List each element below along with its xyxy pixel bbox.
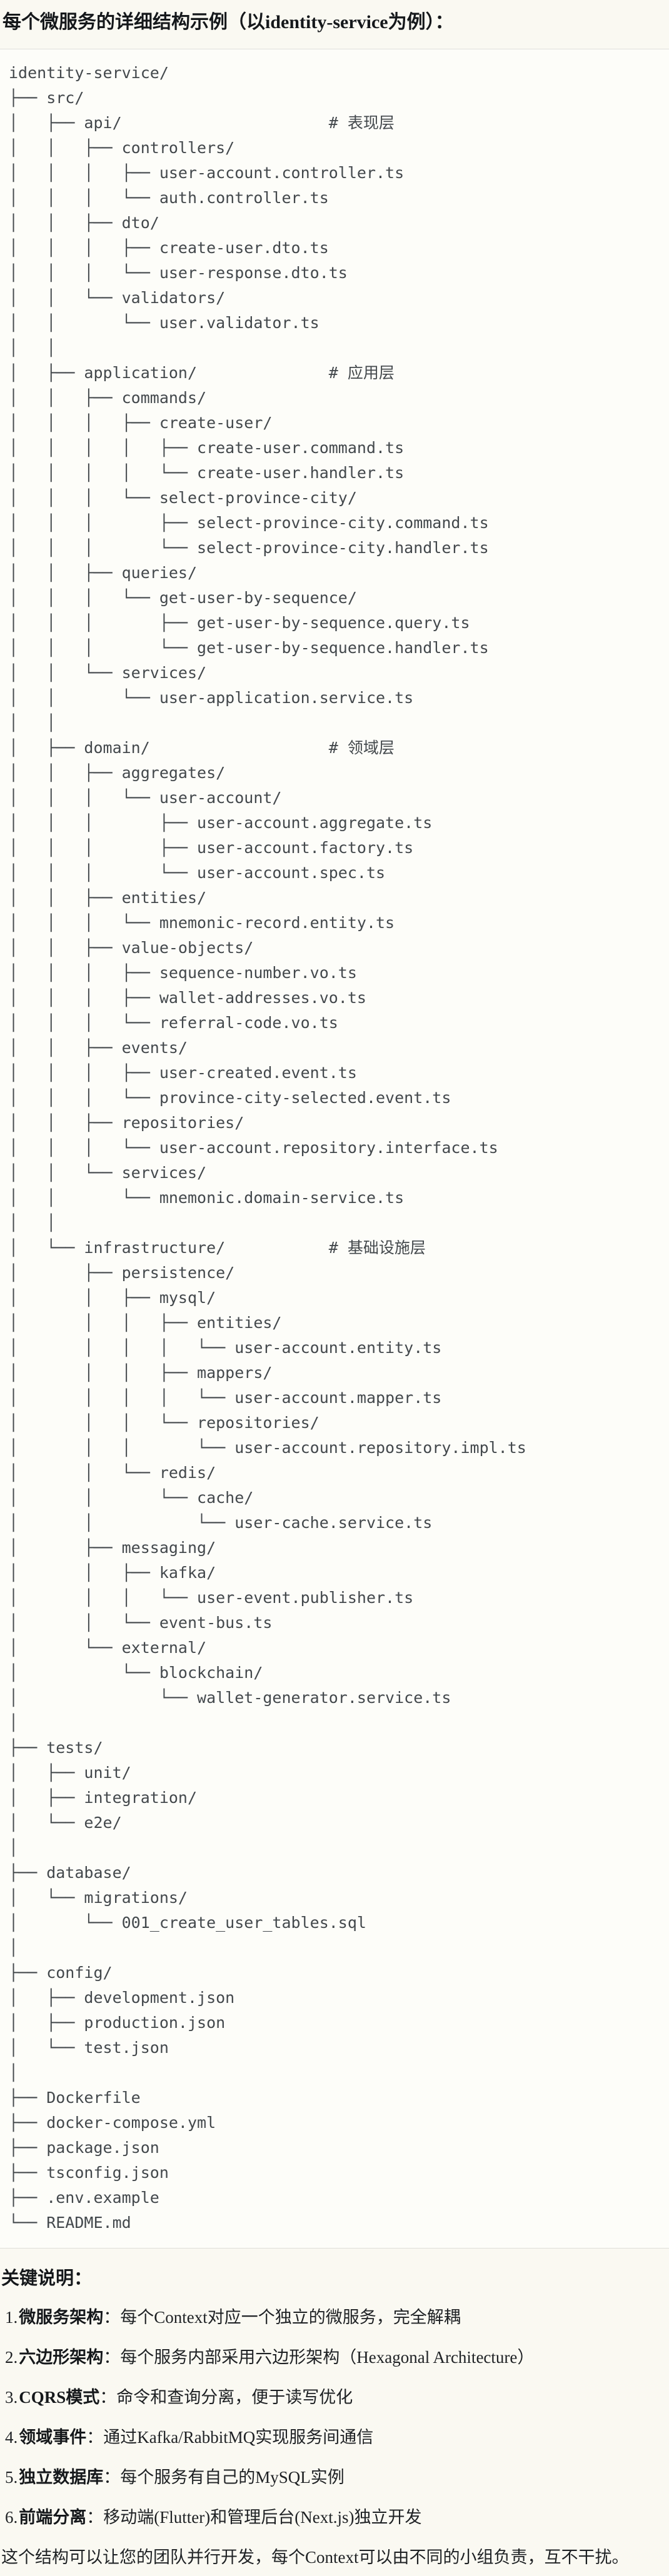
directory-tree-code-block: identity-service/ ├── src/ │ ├── api/ # … — [0, 49, 669, 2249]
note-item-term: 领域事件 — [19, 2428, 87, 2447]
note-item: 1.微服务架构：每个Context对应一个独立的微服务，完全解耦 — [0, 2306, 669, 2329]
note-item-term: 六边形架构 — [19, 2348, 104, 2367]
note-item: 6.前端分离：移动端(Flutter)和管理后台(Next.js)独立开发 — [0, 2506, 669, 2529]
footer-paragraph: 这个结构可以让您的团队并行开发，每个Context可以由不同的小组负责，互不干扰… — [1, 2548, 629, 2567]
notes-heading: 关键说明： — [1, 2269, 93, 2289]
note-item-number: 1. — [5, 2308, 18, 2327]
note-item: 3.CQRS模式：命令和查询分离，便于读写优化 — [0, 2386, 669, 2409]
note-item: 5.独立数据库：每个服务有自己的MySQL实例 — [0, 2466, 669, 2489]
note-item-term: 微服务架构 — [19, 2308, 104, 2327]
note-item-description: ：每个服务内部采用六边形架构（Hexagonal Architecture） — [103, 2348, 535, 2367]
page-title: 每个微服务的详细结构示例（以identity-service为例）： — [3, 12, 454, 32]
note-item-number: 4. — [5, 2428, 18, 2447]
note-item-term: 前端分离 — [19, 2508, 87, 2527]
note-item-number: 3. — [5, 2388, 18, 2407]
note-item: 4.领域事件：通过Kafka/RabbitMQ实现服务间通信 — [0, 2426, 669, 2449]
note-item-description: ：通过Kafka/RabbitMQ实现服务间通信 — [86, 2428, 374, 2447]
note-item-number: 5. — [5, 2468, 18, 2487]
note-item-term: CQRS模式 — [19, 2388, 100, 2407]
note-item-description: ：移动端(Flutter)和管理后台(Next.js)独立开发 — [86, 2508, 422, 2527]
note-item-description: ：每个服务有自己的MySQL实例 — [103, 2468, 345, 2487]
note-item-number: 6. — [5, 2508, 18, 2527]
note-item-description: ：每个Context对应一个独立的微服务，完全解耦 — [103, 2308, 461, 2327]
note-item: 2.六边形架构：每个服务内部采用六边形架构（Hexagonal Architec… — [0, 2346, 669, 2369]
note-item-term: 独立数据库 — [19, 2468, 104, 2487]
note-item-description: ：命令和查询分离，便于读写优化 — [99, 2388, 353, 2407]
note-item-number: 2. — [5, 2348, 18, 2367]
